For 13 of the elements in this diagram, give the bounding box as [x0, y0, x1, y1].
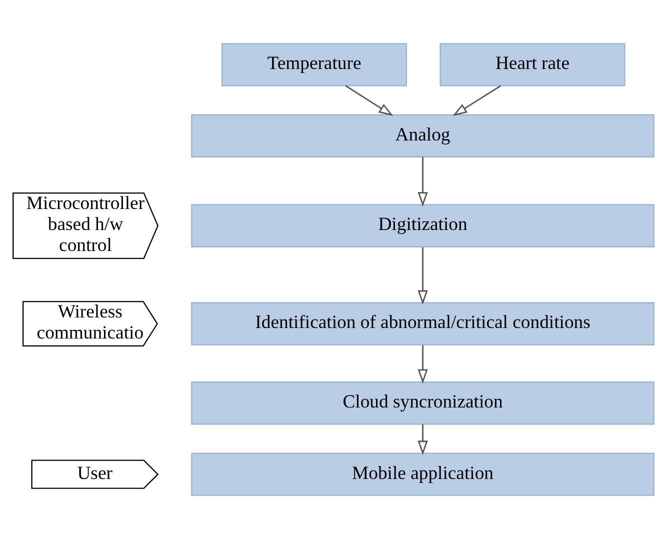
node-box: Cloud syncronization	[191, 381, 654, 424]
node-box: Heart rate	[440, 42, 626, 86]
arrow	[345, 84, 394, 116]
node-box: Identification of abnormal/critical conditions	[191, 302, 654, 345]
node-box: Mobile application	[191, 452, 654, 496]
node-box: Temperature	[221, 42, 408, 86]
arrow	[452, 84, 502, 116]
node-box: Digitization	[191, 204, 654, 247]
node-box: Analog	[191, 114, 654, 157]
arrow	[418, 156, 428, 206]
arrow	[418, 424, 428, 455]
arrow	[418, 344, 428, 384]
arrow	[418, 246, 428, 304]
